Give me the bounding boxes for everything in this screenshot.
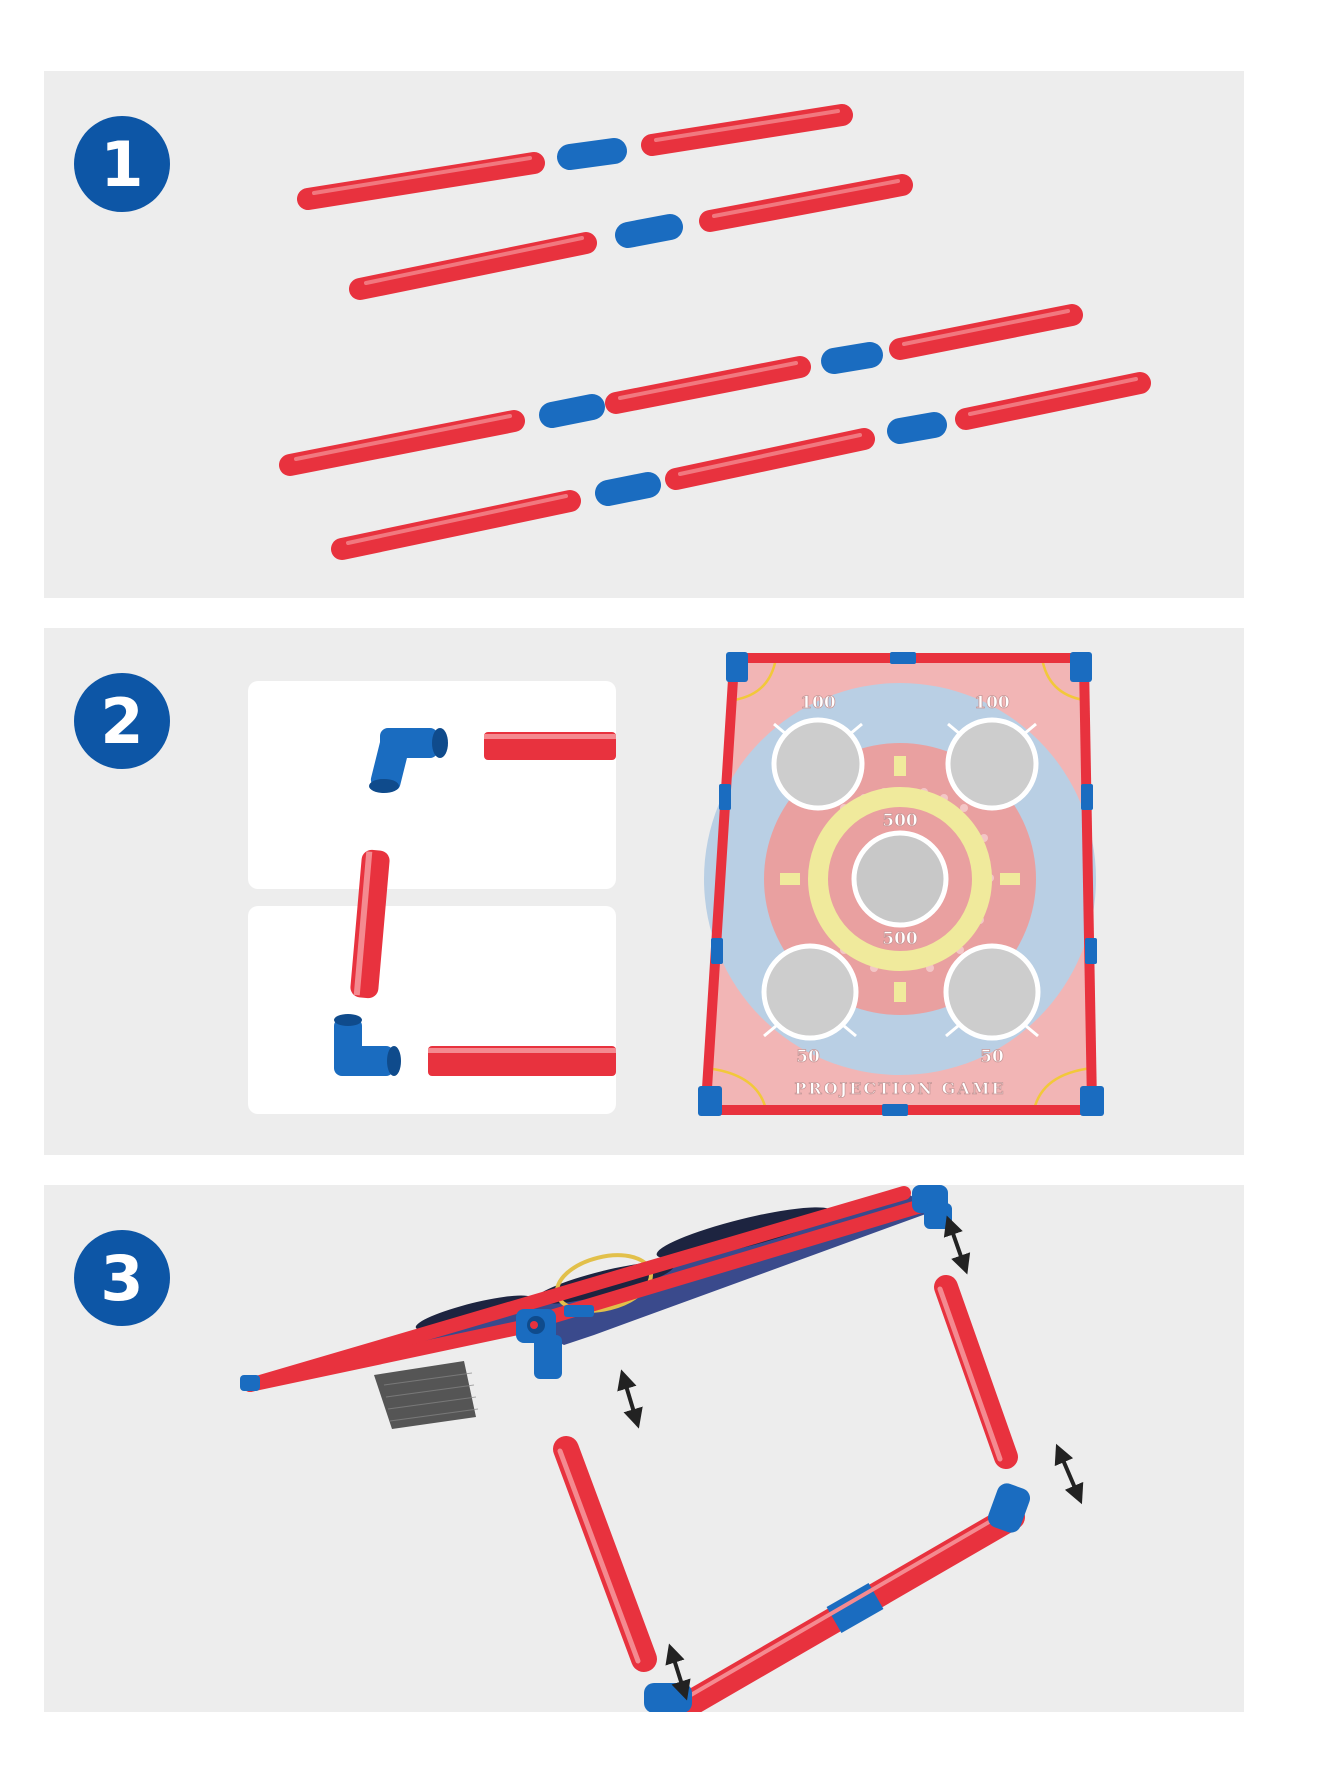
step-3-panel: 3 <box>44 1185 1244 1712</box>
score-label-center-bottom: 500 <box>882 929 918 949</box>
red-pipe <box>428 1046 616 1076</box>
straight-connector <box>826 1582 884 1634</box>
leg-front <box>553 1436 657 1672</box>
step-2-badge: 2 <box>74 673 170 769</box>
corner-connector <box>1080 1086 1104 1116</box>
straight-connector <box>1085 938 1097 964</box>
hole-top-right <box>945 717 1039 811</box>
hole-top-left <box>771 717 865 811</box>
assembled-target-board: 100 100 500 500 50 50 PROJECTION GAME <box>698 652 1104 1116</box>
hole-bottom-right <box>943 943 1041 1041</box>
elbow-connector-bottom <box>334 1014 401 1076</box>
blue-connector <box>595 472 661 506</box>
corner-detail-inset-top <box>248 681 616 889</box>
yellow-ring <box>808 787 992 971</box>
score-label-bottom-left: 50 <box>796 1047 820 1067</box>
leg-back <box>934 1275 1018 1469</box>
score-label-center-top: 500 <box>882 811 918 831</box>
double-arrow-icon <box>665 1643 691 1701</box>
tee-connector-front <box>516 1309 562 1379</box>
blue-connector <box>539 394 605 428</box>
red-pipe <box>955 372 1151 430</box>
step-2-frame-illustration: 100 100 500 500 50 50 PROJECTION GAME <box>334 652 1104 1116</box>
blue-connector <box>615 214 683 248</box>
red-pipe <box>605 356 811 414</box>
corner-detail-inset-bottom <box>248 906 616 1114</box>
straight-connector <box>882 1104 908 1116</box>
score-label-bottom-right: 50 <box>980 1047 1004 1067</box>
step-3-stand-illustration <box>240 1185 1084 1712</box>
double-arrow-icon <box>1054 1443 1084 1505</box>
elbow-connector-base-back <box>987 1483 1031 1533</box>
red-pipe-vertical <box>350 849 390 999</box>
red-pipe <box>641 104 853 156</box>
double-arrow-icon <box>943 1215 971 1275</box>
step-1-parts-illustration <box>279 104 1151 560</box>
center-hole <box>851 830 949 928</box>
red-pipe <box>297 152 545 210</box>
red-pipe <box>331 490 581 560</box>
score-label-top-left: 100 <box>800 693 836 713</box>
straight-connector <box>719 784 731 810</box>
straight-connector <box>890 652 916 664</box>
blue-connector <box>887 412 947 444</box>
elbow-connector-top <box>369 728 448 793</box>
straight-connector <box>711 938 723 964</box>
step-1-panel: 1 <box>44 71 1244 598</box>
step-1-badge: 1 <box>74 116 170 212</box>
frame-pipe-right <box>1078 658 1098 1110</box>
board-frame-top <box>243 1186 911 1392</box>
red-pipe <box>665 428 875 490</box>
blue-connector <box>557 138 627 170</box>
red-pipe <box>349 232 597 300</box>
red-pipe <box>699 174 913 232</box>
tee-connector-back <box>912 1185 952 1229</box>
red-pipe <box>279 410 525 476</box>
double-arrow-icon <box>617 1369 643 1429</box>
step-3-badge: 3 <box>74 1230 170 1326</box>
base-bar <box>671 1504 1025 1712</box>
frame-pipe-left <box>700 658 740 1110</box>
corner-connector <box>1070 652 1092 682</box>
net-bag <box>374 1361 476 1429</box>
blue-connector <box>821 342 883 374</box>
step-2-panel: 2 <box>44 628 1244 1155</box>
board-title: PROJECTION GAME <box>794 1079 1005 1098</box>
straight-connector <box>1081 784 1093 810</box>
score-label-top-right: 100 <box>974 693 1010 713</box>
hole-bottom-left <box>761 943 859 1041</box>
corner-connector <box>698 1086 722 1116</box>
tilted-target-board <box>240 1185 952 1429</box>
red-pipe <box>889 304 1083 360</box>
corner-connector <box>726 652 748 682</box>
